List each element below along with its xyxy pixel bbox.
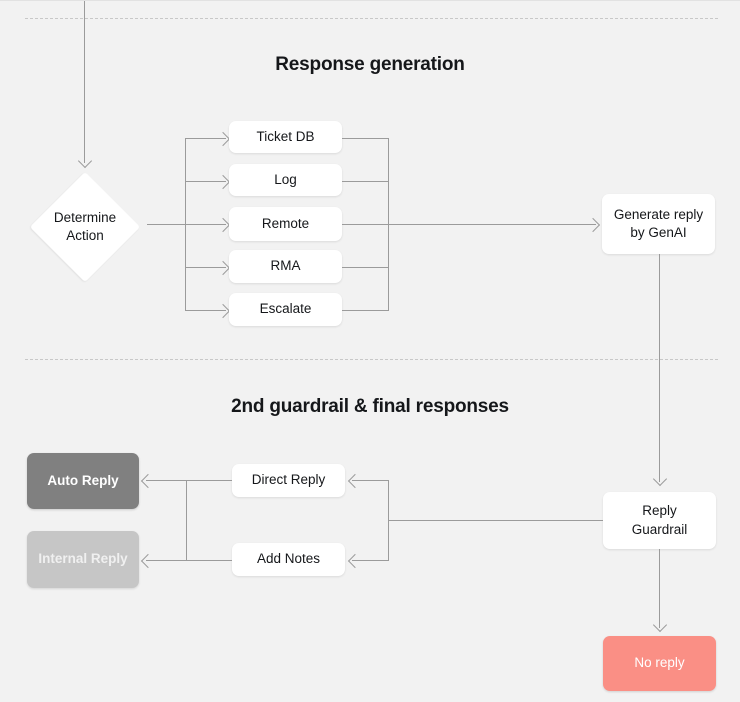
arrowhead-noreply — [652, 617, 668, 633]
arrowhead-addnotes — [347, 553, 363, 569]
connector-genai-to-guardrail — [659, 254, 660, 482]
determine-action-line1: Determine — [53, 209, 117, 225]
node-ticket-db[interactable]: Ticket DB — [229, 121, 342, 153]
arrowhead-guardrail — [652, 471, 668, 487]
connector-ticketdb-to-merge — [342, 138, 389, 139]
arrowhead-ticketdb — [215, 131, 231, 147]
connector-guardrail-to-split — [389, 520, 603, 521]
connector-directreply-to-left-bus — [186, 480, 232, 481]
arrowhead-internalreply — [140, 553, 156, 569]
connector-bus-to-remote — [186, 224, 226, 225]
node-reply-guardrail[interactable]: Reply Guardrail — [603, 492, 716, 549]
connector-diamond-to-bus — [147, 224, 186, 225]
arrowhead-log — [215, 174, 231, 190]
connector-split-bus-right — [388, 480, 389, 561]
arrowhead-rma — [215, 260, 231, 276]
node-escalate[interactable]: Escalate — [229, 293, 342, 326]
connector-rma-to-merge — [342, 267, 389, 268]
connector-incoming-line — [84, 1, 85, 163]
determine-action-line2: Action — [66, 228, 104, 243]
arrowhead-remote — [215, 217, 231, 233]
node-direct-reply[interactable]: Direct Reply — [232, 464, 345, 497]
connector-guardrail-to-noreply — [659, 549, 660, 628]
connector-split-to-directreply — [352, 480, 389, 481]
connector-left-bus-to-autoreply — [146, 480, 187, 481]
connector-escalate-to-merge — [342, 310, 389, 311]
section-divider-middle — [25, 359, 718, 360]
connector-left-bus-to-internalreply — [146, 560, 187, 561]
connector-bus-to-ticketdb — [186, 138, 226, 139]
section-divider-top — [25, 18, 718, 19]
arrowhead-escalate — [215, 303, 231, 319]
section-title-second-guardrail: 2nd guardrail & final responses — [231, 396, 509, 417]
genai-line1: Generate reply — [613, 206, 704, 222]
guardrail-line2: Guardrail — [631, 521, 688, 537]
node-log[interactable]: Log — [229, 164, 342, 196]
node-internal-reply[interactable]: Internal Reply — [27, 531, 139, 588]
node-determine-action[interactable]: Determine Action — [29, 171, 141, 283]
connector-split-to-addnotes — [352, 560, 389, 561]
connector-merge-bus — [388, 138, 389, 311]
connector-incoming-arrowhead — [77, 153, 93, 169]
connector-bus-to-log — [186, 181, 226, 182]
node-determine-action-label: Determine Action — [30, 173, 140, 281]
connector-log-to-merge — [342, 181, 389, 182]
connector-bus-to-rma — [186, 267, 226, 268]
guardrail-line1: Reply — [642, 503, 677, 519]
connector-merge-to-genai — [389, 224, 596, 225]
node-no-reply[interactable]: No reply — [603, 636, 716, 691]
section-title-response-generation: Response generation — [275, 54, 465, 75]
arrowhead-genai — [585, 217, 601, 233]
connector-fanout-bus — [185, 138, 186, 311]
arrowhead-directreply — [347, 473, 363, 489]
node-auto-reply[interactable]: Auto Reply — [27, 453, 139, 509]
node-add-notes[interactable]: Add Notes — [232, 543, 345, 576]
node-remote[interactable]: Remote — [229, 207, 342, 241]
connector-bus-to-escalate — [186, 310, 226, 311]
arrowhead-autoreply — [140, 473, 156, 489]
node-generate-reply-by-genai[interactable]: Generate reply by GenAI — [602, 194, 715, 254]
connector-remote-to-merge — [342, 224, 389, 225]
connector-left-bus — [186, 480, 187, 561]
connector-addnotes-to-left-bus — [186, 560, 232, 561]
node-rma[interactable]: RMA — [229, 250, 342, 283]
genai-line2: by GenAI — [630, 225, 687, 240]
